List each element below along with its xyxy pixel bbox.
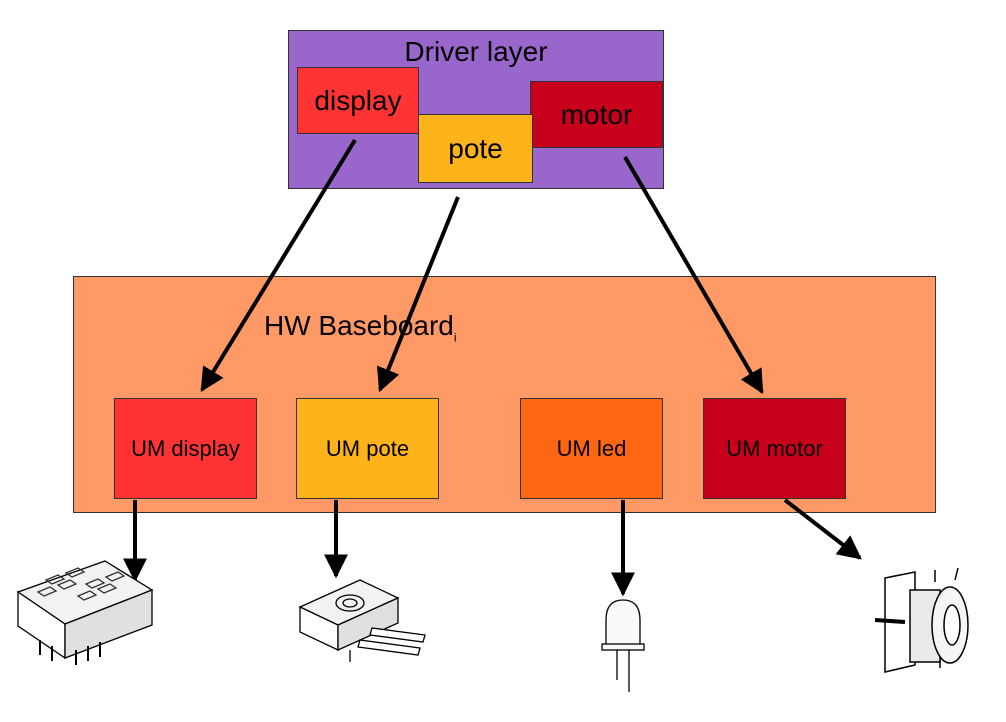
potentiometer-icon [298,579,426,662]
arrow-um-motor-to-device [783,498,862,560]
arrow-motor-to-um [623,155,764,395]
hw-baseboard-title-subscript: i [453,330,457,345]
driver-pote-box: pote [418,114,533,183]
driver-layer-title: Driver layer [404,36,548,67]
arrow-display-to-um [200,138,357,393]
seven-segment-display-icon [16,560,154,665]
driver-motor-box: motor [530,81,663,148]
arrow-pote-to-um [376,196,460,393]
led-icon [601,599,645,692]
driver-display-box: display [297,67,419,134]
motor-icon [874,567,969,673]
um-display-box: UM display [114,398,257,499]
um-led-box: UM led [520,398,663,499]
um-motor-box: UM motor [703,398,846,499]
hw-baseboard-title-text: HW Baseboard [264,310,454,341]
hw-baseboard-title: HW Baseboardi [264,310,457,345]
um-pote-box: UM pote [296,398,439,499]
